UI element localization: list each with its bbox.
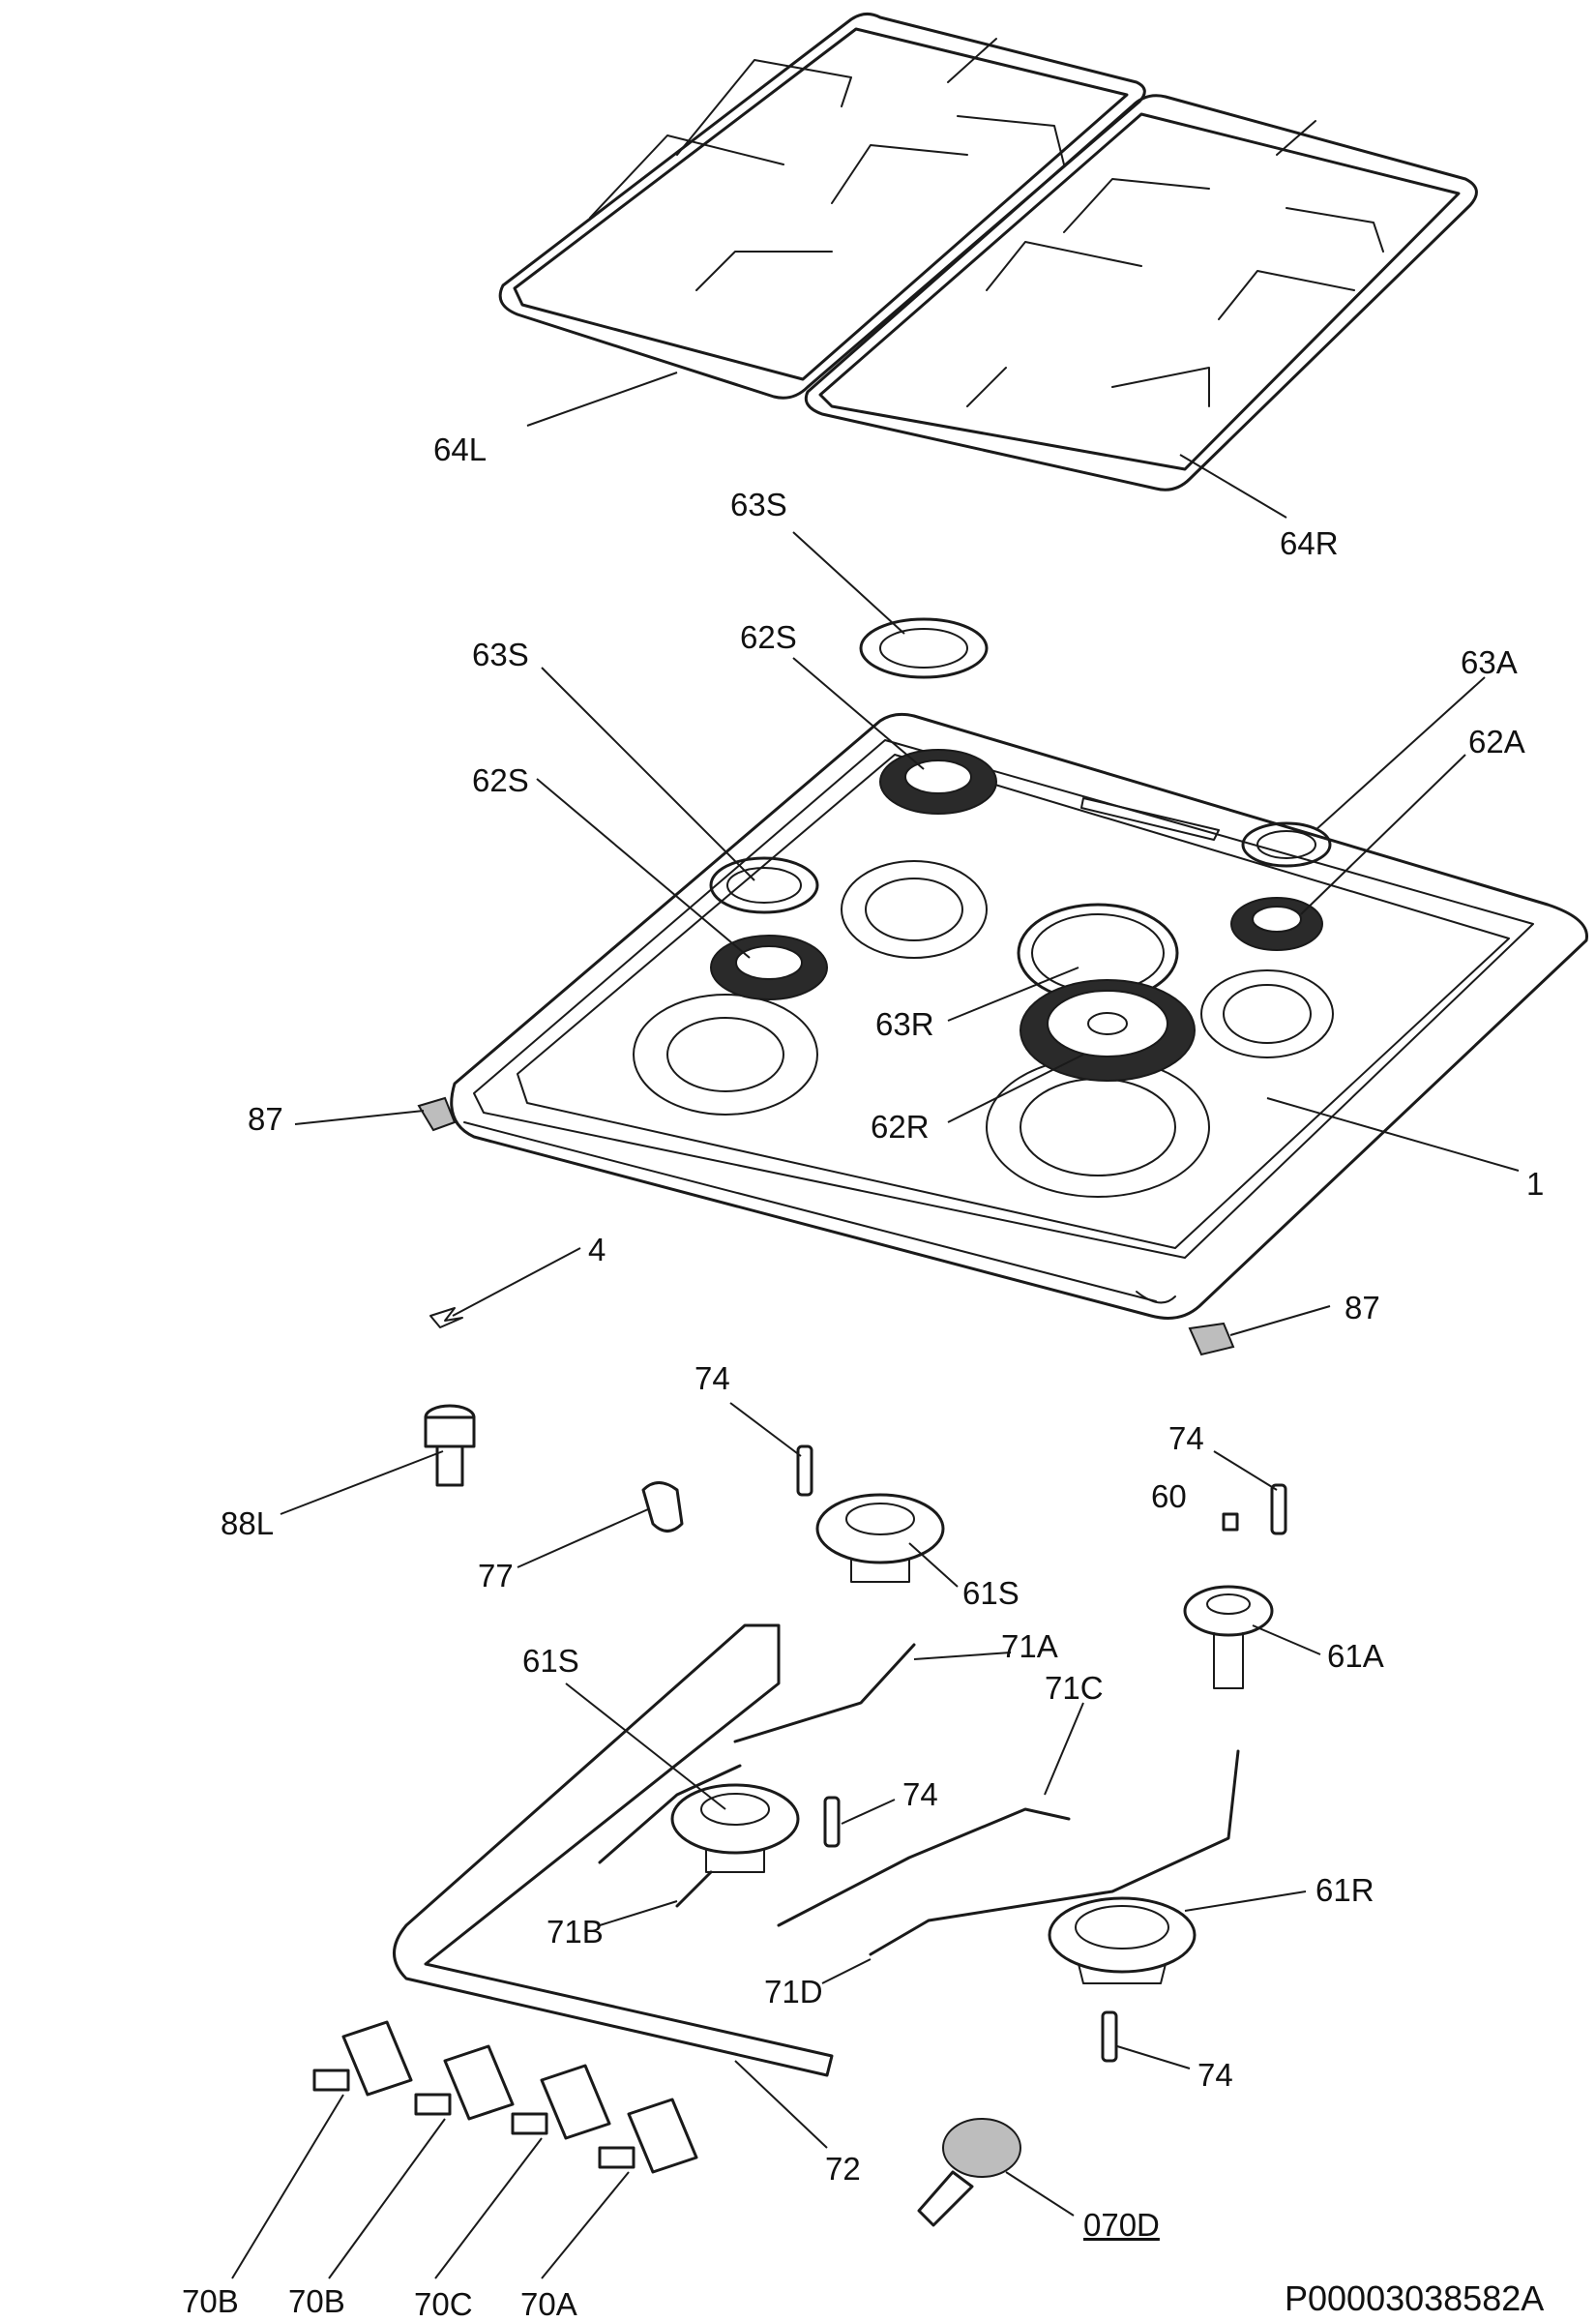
callout-63s-left: 63S xyxy=(472,637,529,672)
gas-pipe-71d xyxy=(869,1749,1240,1956)
gas-pipe-71a xyxy=(733,1643,916,1743)
gas-valve-070d xyxy=(917,2118,1021,2227)
callout-61s-right: 61S xyxy=(962,1575,1020,1611)
gas-connector-88l xyxy=(424,1404,476,1487)
callout-70b-1: 70B xyxy=(182,2283,239,2319)
callout-1: 1 xyxy=(1526,1166,1545,1202)
burner-seat-rear-left xyxy=(841,860,988,959)
callout-74-b: 74 xyxy=(1168,1420,1204,1456)
hob-top-plate xyxy=(450,712,1588,1320)
callout-70c: 70C xyxy=(414,2286,473,2322)
pan-support-left xyxy=(498,13,1146,400)
gas-pipe-71b-upper xyxy=(598,1764,742,1864)
burner-body-61s-right xyxy=(815,1493,945,1583)
callout-77: 77 xyxy=(478,1558,514,1593)
callout-60: 60 xyxy=(1151,1478,1187,1514)
callout-74-a: 74 xyxy=(695,1360,730,1396)
burner-crown-62r xyxy=(1020,979,1196,1082)
callout-72: 72 xyxy=(825,2151,861,2187)
pan-support-right xyxy=(804,94,1478,491)
callout-74-c: 74 xyxy=(902,1776,938,1812)
gas-tap-70c xyxy=(511,2064,611,2140)
callout-64l: 64L xyxy=(433,432,488,467)
ignition-electrode-74-c xyxy=(823,1796,841,1848)
callout-71b: 71B xyxy=(547,1914,604,1950)
callout-71c: 71C xyxy=(1045,1670,1104,1706)
gas-pipe-71c xyxy=(777,1807,1071,1927)
callout-63r: 63R xyxy=(875,1006,934,1042)
rubber-foot-left xyxy=(417,1096,457,1132)
elbow-77 xyxy=(641,1481,684,1533)
burner-cap-63s-left xyxy=(709,856,819,914)
callout-71d: 71D xyxy=(764,1974,823,2009)
burner-cap-63a xyxy=(1241,821,1332,868)
callout-63s-top: 63S xyxy=(730,487,787,522)
callout-74-d: 74 xyxy=(1197,2057,1233,2093)
burner-crown-62s-top xyxy=(879,749,997,815)
leader-lines xyxy=(231,372,1520,2279)
burner-crown-62a xyxy=(1230,897,1323,951)
callout-63a: 63A xyxy=(1461,644,1518,680)
callout-70a: 70A xyxy=(520,2286,577,2322)
clip-4 xyxy=(429,1307,463,1328)
rubber-foot-right xyxy=(1188,1322,1235,1356)
callout-88l: 88L xyxy=(221,1505,275,1541)
callout-71a: 71A xyxy=(1001,1628,1058,1664)
gas-tap-70a xyxy=(598,2098,698,2174)
document-code: P00003038582A xyxy=(1285,2278,1545,2318)
callout-61a: 61A xyxy=(1327,1638,1384,1674)
burner-crown-62s-left xyxy=(710,935,828,1000)
gas-pipe-71b-lower xyxy=(675,1870,713,1908)
burner-body-61r xyxy=(1048,1896,1197,1984)
callout-070d: 070D xyxy=(1083,2207,1160,2243)
callout-62r: 62R xyxy=(871,1109,930,1145)
burner-body-61a xyxy=(1183,1585,1274,1689)
callout-61r: 61R xyxy=(1315,1872,1374,1908)
ignition-electrode-74-a xyxy=(796,1444,813,1497)
gas-tap-70b-1 xyxy=(312,2020,413,2097)
ignition-electrode-74-d xyxy=(1101,2010,1118,2063)
screw-60 xyxy=(1222,1512,1239,1532)
callout-62a: 62A xyxy=(1468,724,1525,759)
callout-70b-2: 70B xyxy=(288,2283,345,2319)
gas-tap-70b-2 xyxy=(414,2044,515,2121)
callout-61s-left: 61S xyxy=(522,1643,579,1679)
burner-body-61s-left xyxy=(670,1783,800,1873)
burner-cap-63s-top xyxy=(859,617,989,679)
ignition-electrode-74-b xyxy=(1270,1483,1287,1535)
callout-4: 4 xyxy=(588,1232,606,1267)
callout-87-right: 87 xyxy=(1345,1290,1380,1325)
callout-62s-top: 62S xyxy=(740,619,797,655)
callout-87-left: 87 xyxy=(248,1101,283,1137)
gas-manifold-72 xyxy=(393,1623,834,2077)
callout-64r: 64R xyxy=(1280,525,1339,561)
burner-seat-right xyxy=(1200,969,1334,1058)
callout-62s-left: 62S xyxy=(472,762,529,798)
burner-seat-front-left xyxy=(633,994,818,1116)
